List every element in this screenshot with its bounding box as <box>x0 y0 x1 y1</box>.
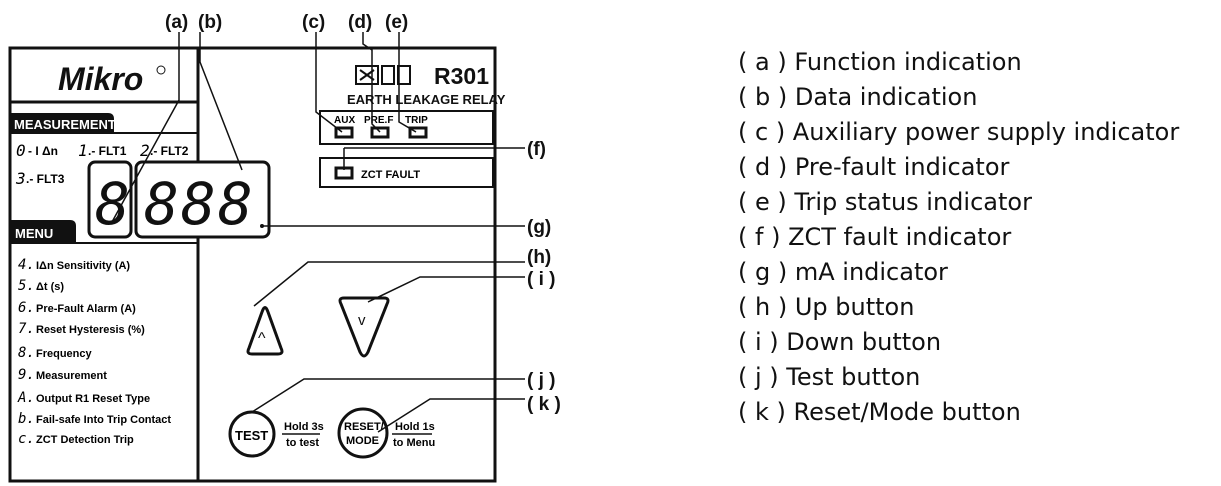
callout-c: (c) <box>302 12 325 33</box>
callout-b: (b) <box>198 12 222 33</box>
legend-item-a: ( a ) Function indication <box>738 48 1022 76</box>
reset-button-label-line2: MODE <box>346 435 379 447</box>
legend-item-c: ( c ) Auxiliary power supply indicator <box>738 118 1180 146</box>
menu-item-code: 6. <box>18 300 35 316</box>
measurement-code-2: 2 <box>140 141 150 160</box>
trip-led <box>408 126 428 139</box>
menu-item-label: Measurement <box>36 370 107 382</box>
prefault-led <box>370 126 390 139</box>
measurement-header-tab <box>10 113 114 133</box>
measurement-code-0: 0 <box>16 141 26 160</box>
menu-item-label: Pre-Fault Alarm (A) <box>36 303 136 315</box>
legend-item-i: ( i ) Down button <box>738 328 942 356</box>
menu-header: MENU <box>15 226 53 241</box>
legend-item-j: ( j ) Test button <box>738 363 921 391</box>
callout-j: ( j ) <box>527 370 556 391</box>
legend-item-f: ( f ) ZCT fault indicator <box>738 223 1012 251</box>
prefault-label: PRE.F <box>364 115 393 126</box>
callout-labels: (a) (b) (c) (d) (e) (f) (g) (h) ( i ) ( … <box>165 12 561 415</box>
callout-a: (a) <box>165 12 188 33</box>
menu-item-label: Fail-safe Into Trip Contact <box>36 414 171 426</box>
menu-item-label: Reset Hysteresis (%) <box>36 324 145 336</box>
measurement-label-3: .- FLT3 <box>26 172 65 186</box>
reset-hint-top: Hold 1s <box>395 421 435 433</box>
legend-item-k: ( k ) Reset/Mode button <box>738 398 1021 426</box>
menu-item-label: ZCT Detection Trip <box>36 434 134 446</box>
callout-leaders <box>111 32 525 433</box>
trip-label: TRIP <box>405 115 428 126</box>
leader-j <box>251 378 525 413</box>
legend-item-b: ( b ) Data indication <box>738 83 978 111</box>
leader-i <box>367 276 525 303</box>
aux-label: AUX <box>334 115 355 126</box>
test-button-label: TEST <box>235 428 268 443</box>
measurement-code-3: 3 <box>15 169 26 188</box>
callout-f: (f) <box>527 139 546 160</box>
menu-item-code: 5. <box>18 278 35 294</box>
leader-k <box>377 398 525 433</box>
leader-e <box>398 32 417 133</box>
menu-list: 4. IΔn Sensitivity (A) 5. Δt (s) 6. Pre-… <box>17 257 171 447</box>
menu-item-code: 4. <box>18 257 35 273</box>
callout-h: (h) <box>527 247 551 268</box>
menu-item-code: 9. <box>18 367 35 383</box>
chevron-down-icon: v <box>358 312 366 329</box>
menu-item-label: Δt (s) <box>36 281 64 293</box>
function-display <box>87 160 133 239</box>
product-name: EARTH LEAKAGE RELAY <box>347 92 506 107</box>
leader-h <box>253 261 525 307</box>
model-number: R301 <box>434 63 489 89</box>
callout-d: (d) <box>348 12 372 33</box>
up-button[interactable] <box>246 306 284 356</box>
chevron-up-icon: ^ <box>258 330 266 347</box>
menu-header-tab <box>10 220 76 243</box>
leader-c <box>315 32 343 133</box>
menu-item-label: Output R1 Reset Type <box>36 393 150 405</box>
leader-b <box>199 32 243 171</box>
down-button[interactable] <box>338 296 390 358</box>
menu-item-label: IΔn Sensitivity (A) <box>36 260 130 272</box>
menu-item-code: A. <box>17 390 35 406</box>
reset-mode-button[interactable] <box>337 407 389 459</box>
function-display-digit: 8 <box>95 170 130 238</box>
legend-item-e: ( e ) Trip status indicator <box>738 188 1032 216</box>
data-display-digits: 888 <box>144 170 255 238</box>
zct-fault-label: ZCT FAULT <box>361 169 420 181</box>
measurement-label-2: .- FLT2 <box>150 144 189 158</box>
menu-item-label: Frequency <box>36 348 93 360</box>
legend-item-d: ( d ) Pre-fault indicator <box>738 153 1010 181</box>
measurement-code-1: 1 <box>78 141 88 160</box>
legend-item-g: ( g ) mA indicator <box>738 258 948 286</box>
callout-g: (g) <box>527 217 551 238</box>
menu-item-code: c. <box>18 431 35 447</box>
menu-item-code: b. <box>18 411 35 427</box>
callout-e: (e) <box>385 12 408 33</box>
leader-d <box>362 32 381 133</box>
data-display <box>134 160 271 239</box>
callout-k: ( k ) <box>527 394 561 415</box>
legend: ( a ) Function indication ( b ) Data ind… <box>738 45 1208 430</box>
measurement-label-0: - I Δn <box>28 144 58 158</box>
callout-i: ( i ) <box>527 269 556 290</box>
reset-button-label-line1: RESET/ <box>344 421 384 433</box>
reset-hint-bottom: to Menu <box>393 437 435 449</box>
brand-logo: Mikro <box>58 61 143 97</box>
menu-item-code: 8. <box>18 345 35 361</box>
leader-a <box>111 32 180 223</box>
measurement-header: MEASUREMENT <box>14 117 116 132</box>
test-hint-bottom: to test <box>286 437 319 449</box>
aux-led <box>334 126 354 139</box>
brand-registered-icon <box>156 65 166 75</box>
measurement-label-1: .- FLT1 <box>88 144 127 158</box>
legend-item-h: ( h ) Up button <box>738 293 915 321</box>
test-hint-top: Hold 3s <box>284 421 324 433</box>
brand-box <box>8 46 200 104</box>
menu-item-code: 7. <box>18 321 35 337</box>
